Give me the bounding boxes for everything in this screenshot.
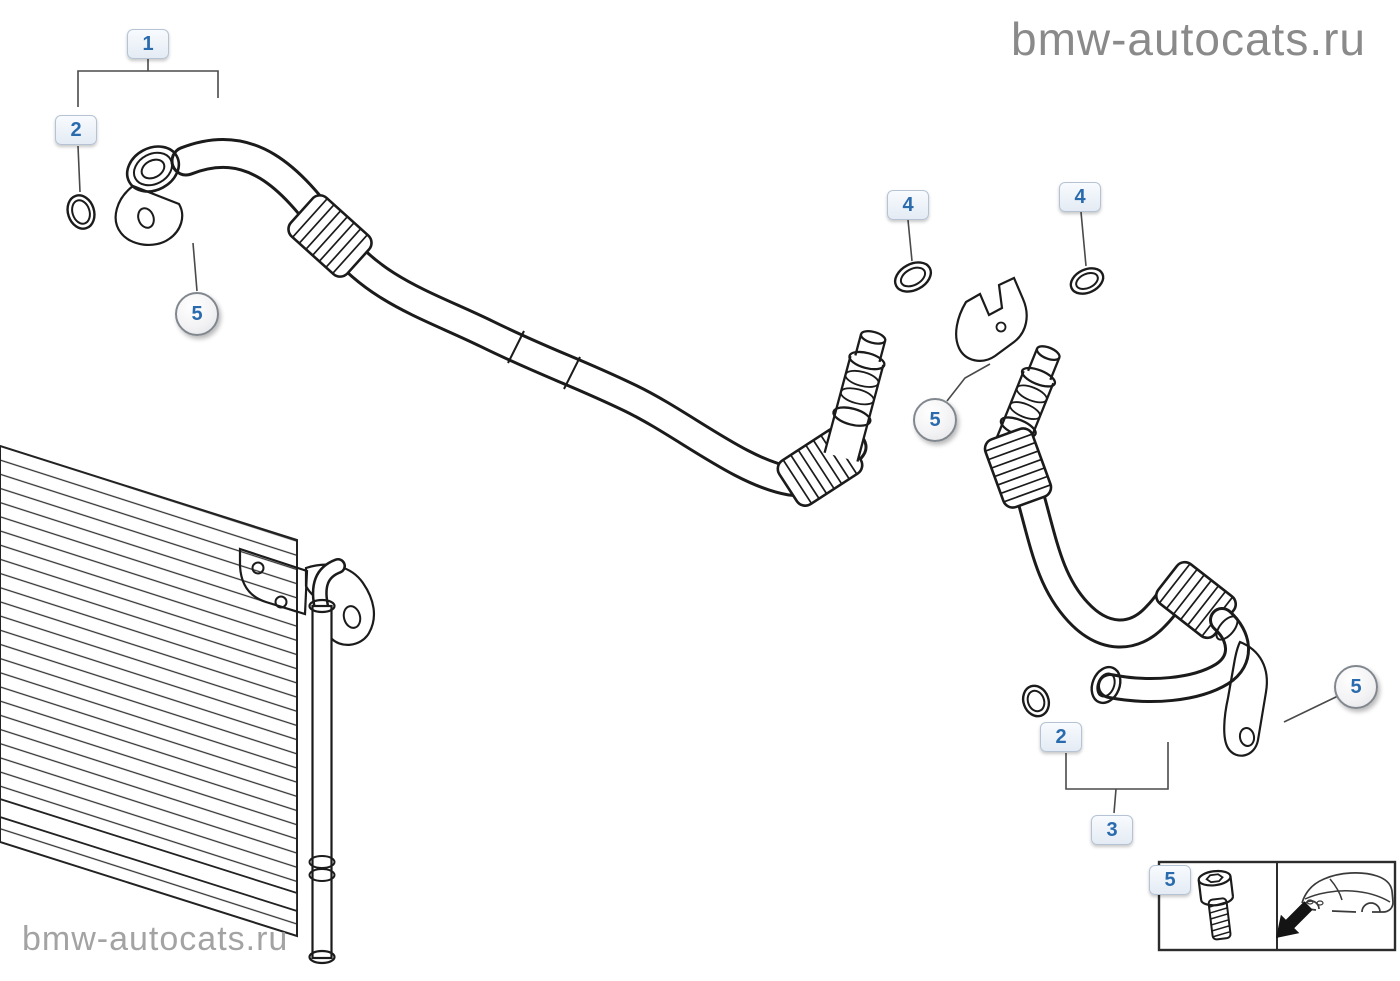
callout-1-pipe[interactable]: 1 bbox=[127, 29, 169, 59]
pipe-flange bbox=[114, 145, 184, 247]
callout-5-screw-left[interactable]: 5 bbox=[175, 292, 219, 336]
o-ring-mid bbox=[893, 261, 933, 293]
radiator-bracket bbox=[238, 547, 309, 616]
leader-lines bbox=[77, 59, 1339, 814]
pipe-fitting-upper bbox=[823, 330, 887, 462]
direction-arrow bbox=[1276, 901, 1313, 938]
bellows-upper-left bbox=[287, 194, 373, 278]
mounting-bracket bbox=[1223, 640, 1268, 757]
radiator-side-pipe bbox=[308, 558, 346, 965]
oil-pipe-upper bbox=[114, 137, 887, 507]
o-ring-left bbox=[66, 194, 96, 230]
radiator bbox=[0, 444, 376, 965]
callout-5-legend[interactable]: 5 bbox=[1149, 865, 1191, 895]
watermark-bottom-left: bmw-autocats.ru bbox=[22, 920, 289, 958]
watermark-top-right: bmw-autocats.ru bbox=[1010, 13, 1366, 65]
o-ring-lower bbox=[1021, 684, 1051, 718]
callout-4-oring-mid[interactable]: 4 bbox=[887, 190, 929, 220]
oil-pipe-lower bbox=[983, 345, 1268, 757]
callout-3-pipe-lower[interactable]: 3 bbox=[1091, 815, 1133, 845]
o-ring-right bbox=[1069, 267, 1105, 295]
callout-2-oring-left[interactable]: 2 bbox=[55, 115, 97, 145]
fork-bracket bbox=[955, 276, 1028, 362]
socket-screw-icon bbox=[1197, 869, 1235, 941]
radiator-lower-tank bbox=[0, 798, 298, 913]
callout-5-screw-mid[interactable]: 5 bbox=[913, 398, 957, 442]
legend-box bbox=[1157, 860, 1397, 952]
car-arrow-icon bbox=[1276, 872, 1394, 938]
callout-4-oring-right[interactable]: 4 bbox=[1059, 182, 1101, 212]
callout-2-oring-lower[interactable]: 2 bbox=[1040, 722, 1082, 752]
bellows-lower-left bbox=[983, 427, 1053, 509]
callout-5-screw-right[interactable]: 5 bbox=[1334, 665, 1378, 709]
pipe-port-boss bbox=[1090, 665, 1122, 705]
